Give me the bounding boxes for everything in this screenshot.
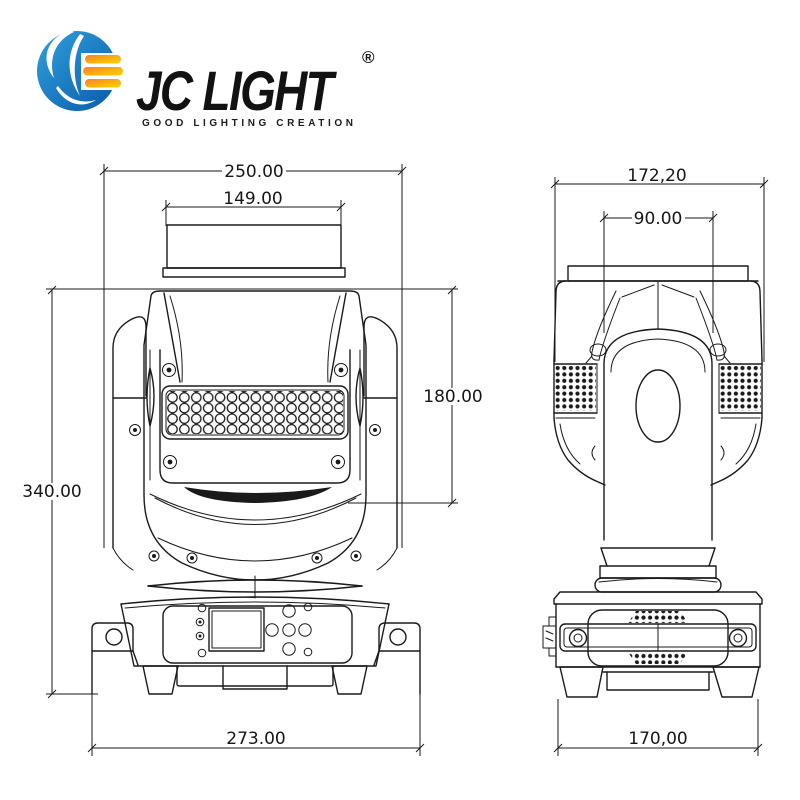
dim-side-yoke-width: 90.00 [599,209,718,333]
brand-tagline: GOOD LIGHTING CREATION [142,118,357,129]
front-handle-left [91,622,139,695]
dim-label-side-yoke-width: 90.00 [634,209,683,229]
dim-front-lens-width: 149.00 [161,189,346,226]
dim-label-front-head-height: 180.00 [423,387,482,407]
front-base [91,596,421,695]
dim-side-base-width: 170,00 [553,699,763,756]
front-head-rear-cover [162,224,346,278]
front-yoke-disc [147,575,363,599]
front-menu-buttons-right [265,602,313,657]
dim-label-front-lens-width: 149.00 [223,189,282,209]
dim-label-front-base-width: 273.00 [226,729,285,749]
dim-label-side-base-width: 170,00 [628,729,687,749]
side-view-drawing: 172,20 90.00 170,00 [542,166,769,756]
logo-sun-bars-icon [83,55,123,88]
registered-trademark: ® [362,48,375,67]
dim-front-total-height: 340.00 [20,285,458,699]
dim-label-front-overall-width: 250.00 [224,162,283,182]
side-yoke-arm [585,328,731,593]
side-handle-bar [559,623,757,652]
side-vent-band-right [718,359,763,419]
front-yoke-arm-right [355,316,398,571]
front-view-drawing: 250.00 149.00 340.00 [20,162,483,756]
side-base-vent-bottom [628,652,688,664]
dim-side-overall-width: 172,20 [550,166,769,362]
side-base [542,591,763,698]
front-handle-right [373,622,421,695]
dim-front-overall-width: 250.00 [99,162,407,548]
brand-logo: JC LIGHT ® GOOD LIGHTING CREATION [28,22,448,132]
side-base-vent-top [628,611,688,623]
side-vent-band-left [553,359,598,419]
front-feet [142,665,368,695]
side-connector-panel [542,616,557,657]
dim-front-base-width: 273.00 [87,651,425,756]
dim-front-head-height: 180.00 [348,285,483,508]
front-yoke-arm-left [112,316,155,571]
brand-logo-icon [37,30,128,111]
front-led-grille [161,385,349,440]
side-arm-oval-detail [635,369,681,443]
brand-name: JC LIGHT [136,59,334,122]
front-menu-buttons-left [195,603,207,658]
side-feet [559,666,760,698]
dim-label-side-overall-width: 172,20 [627,166,686,186]
front-display-screen [208,607,265,652]
side-head [553,265,763,486]
front-face-screws [148,363,362,564]
dim-label-front-total-height: 340.00 [22,482,81,502]
